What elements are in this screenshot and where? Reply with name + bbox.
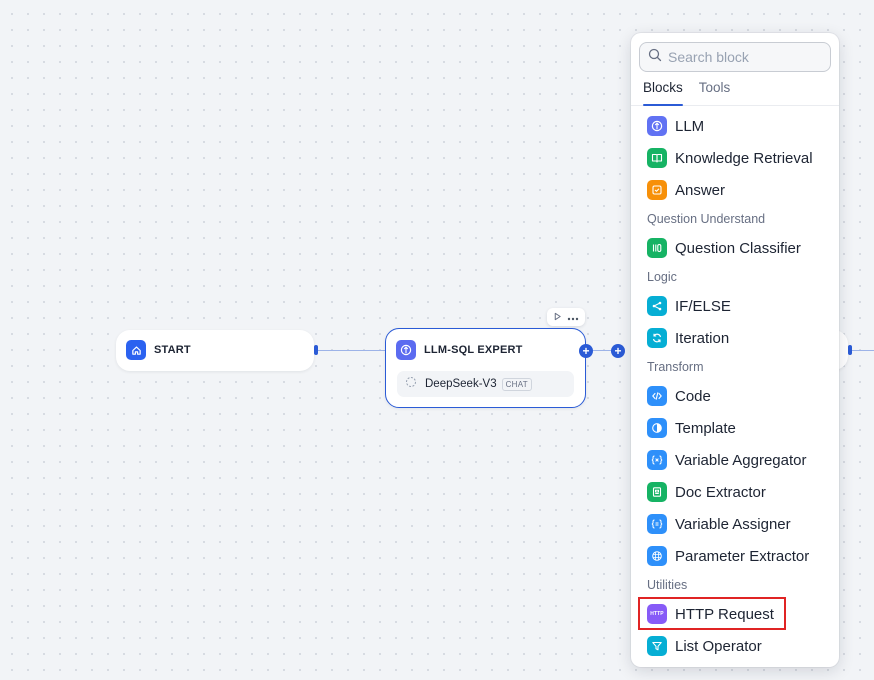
block-item-http-request[interactable]: HTTP HTTP Request (631, 598, 839, 630)
template-icon (647, 418, 667, 438)
model-name: DeepSeek-V3 (425, 378, 497, 390)
model-mode-badge: CHAT (501, 377, 532, 391)
block-item-knowledge-retrieval[interactable]: Knowledge Retrieval (631, 142, 839, 174)
node-toolbar (547, 308, 585, 326)
block-item-label: Variable Assigner (675, 515, 791, 533)
edge-llm-to-next (592, 350, 614, 351)
filter-icon (647, 636, 667, 656)
more-options-icon[interactable] (567, 308, 579, 326)
book-icon (647, 148, 667, 168)
llm-node[interactable]: LLM-SQL EXPERT DeepSeek-V3 CHAT (385, 328, 586, 408)
block-item-label: Iteration (675, 329, 730, 347)
block-item-parameter-extractor[interactable]: Parameter Extractor (631, 540, 839, 572)
block-list: LLM Knowledge Retrieval Answer Question … (631, 106, 839, 662)
edge-right-offscreen (852, 350, 874, 351)
block-item-label: Variable Aggregator (675, 451, 807, 469)
classifier-icon (647, 238, 667, 258)
group-title-utilities: Utilities (647, 578, 688, 592)
loop-icon (647, 328, 667, 348)
search-icon (648, 48, 662, 67)
next-output-handle[interactable] (848, 345, 852, 355)
group-title-transform: Transform (647, 360, 704, 374)
http-icon-text: HTTP (650, 611, 664, 617)
parameter-icon (647, 546, 667, 566)
search-input[interactable] (666, 48, 839, 66)
llm-icon (647, 116, 667, 136)
llm-node-title: LLM-SQL EXPERT (424, 344, 523, 356)
start-node[interactable]: START (116, 330, 314, 371)
edge-start-to-llm (318, 350, 385, 351)
block-tabs: Blocks Tools (631, 80, 839, 106)
assigner-icon (647, 514, 667, 534)
block-item-doc-extractor[interactable]: Doc Extractor (631, 476, 839, 508)
group-title-question-understand: Question Understand (647, 212, 766, 226)
tab-tools[interactable]: Tools (698, 80, 731, 95)
model-selector[interactable]: DeepSeek-V3 CHAT (397, 371, 574, 397)
block-item-list-operator[interactable]: List Operator (631, 630, 839, 662)
block-item-label: Template (675, 419, 736, 437)
block-selector-panel: Blocks Tools LLM Knowledge Retrieval Ans… (631, 33, 839, 667)
block-item-variable-assigner[interactable]: Variable Assigner (631, 508, 839, 540)
block-item-llm[interactable]: LLM (631, 110, 839, 142)
block-item-label: Knowledge Retrieval (675, 149, 813, 167)
block-item-label: IF/ELSE (675, 297, 731, 315)
block-item-label: Doc Extractor (675, 483, 766, 501)
tab-blocks[interactable]: Blocks (643, 80, 683, 106)
block-item-label: Answer (675, 181, 726, 199)
http-icon: HTTP (647, 604, 667, 624)
group-title-logic: Logic (647, 270, 677, 284)
block-item-answer[interactable]: Answer (631, 174, 839, 206)
block-item-label: Code (675, 387, 711, 405)
block-item-code[interactable]: Code (631, 380, 839, 412)
llm-icon (396, 340, 416, 360)
block-item-label: LLM (675, 117, 705, 135)
block-item-label: Question Classifier (675, 239, 801, 257)
doc-icon (647, 482, 667, 502)
variable-icon (647, 450, 667, 470)
home-icon (126, 340, 146, 360)
block-item-label: HTTP Request (675, 605, 774, 623)
block-item-iteration[interactable]: Iteration (631, 322, 839, 354)
answer-icon (647, 180, 667, 200)
start-output-handle[interactable] (314, 345, 318, 355)
block-item-question-classifier[interactable]: Question Classifier (631, 232, 839, 264)
branch-icon (647, 296, 667, 316)
block-item-variable-aggregator[interactable]: Variable Aggregator (631, 444, 839, 476)
block-item-label: Parameter Extractor (675, 547, 810, 565)
run-node-icon[interactable] (553, 308, 562, 326)
add-node-button[interactable]: + (611, 344, 625, 358)
start-node-title: START (154, 344, 191, 356)
deepseek-model-icon (405, 375, 417, 393)
block-item-template[interactable]: Template (631, 412, 839, 444)
block-item-if-else[interactable]: IF/ELSE (631, 290, 839, 322)
block-item-label: List Operator (675, 637, 762, 655)
llm-add-next-button[interactable]: + (579, 344, 593, 358)
search-box[interactable] (639, 42, 839, 72)
code-icon (647, 386, 667, 406)
